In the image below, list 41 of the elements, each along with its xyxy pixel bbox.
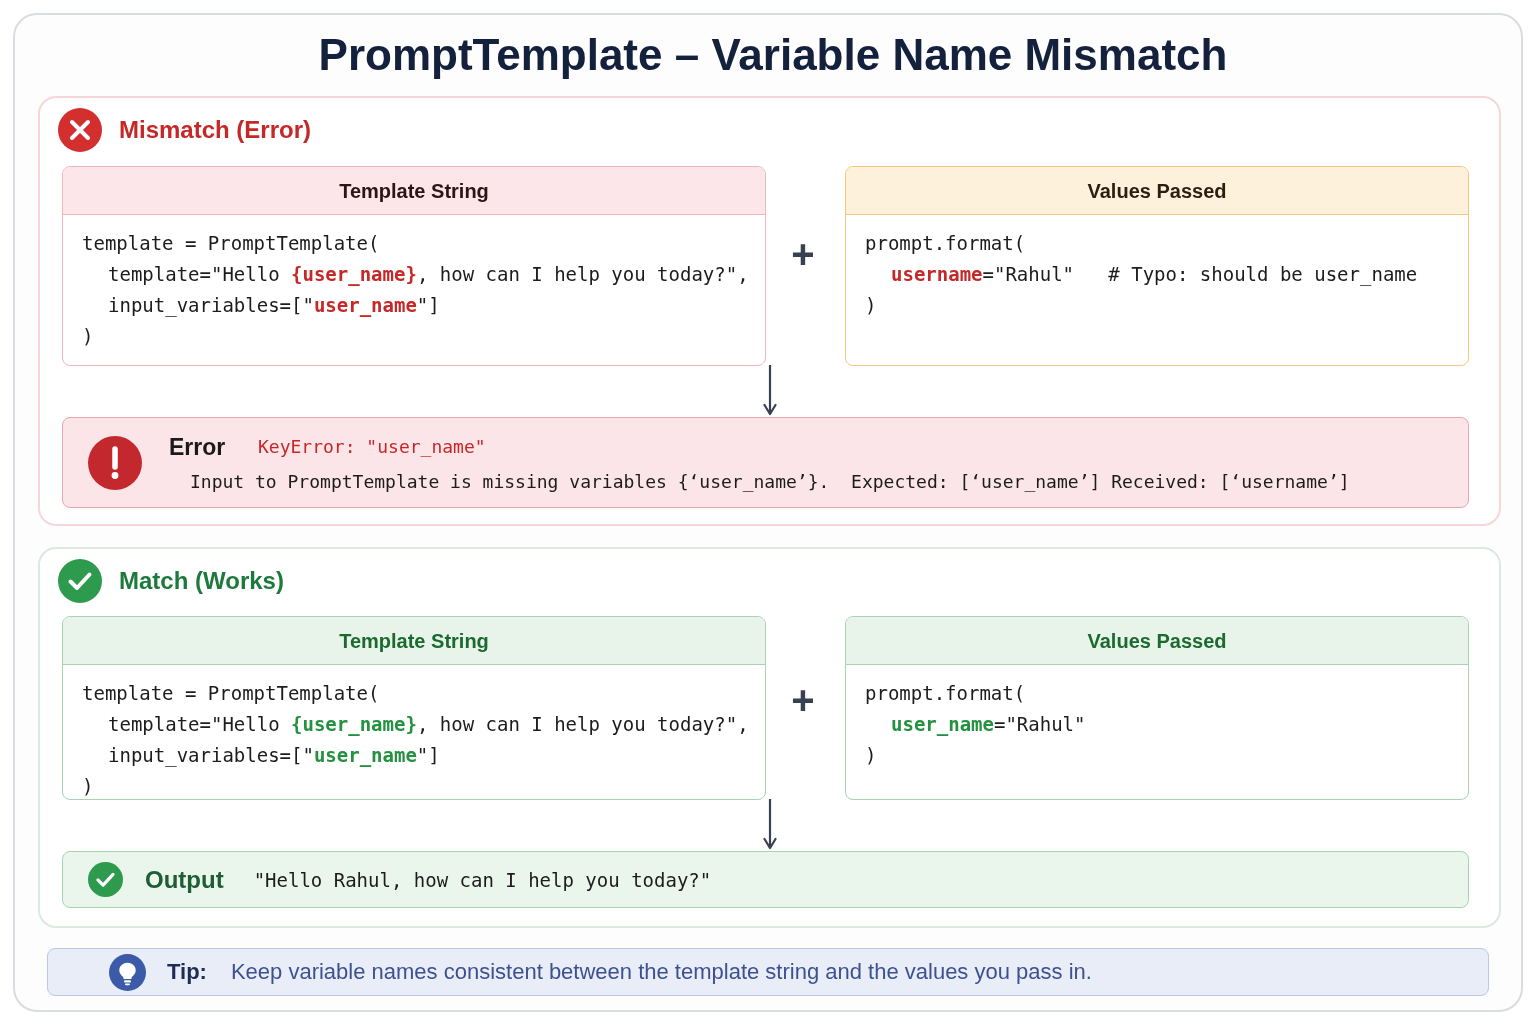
tip-text: Keep variable names consistent between the template string and the values you pass in. (230, 958, 1092, 986)
code-card (845, 616, 1469, 800)
card-header: Values Passed (846, 167, 1468, 215)
output-text: "Hello Rahul, how can I help you today?" (253, 867, 712, 893)
code-card (62, 616, 766, 800)
code-line: template = PromptTemplate( (82, 681, 380, 706)
diagram-title: PromptTemplate – Variable Name Mismatch (318, 29, 1228, 81)
output-panel (62, 851, 1469, 908)
code-line: username="Rahul" # Typo: should be user_name (891, 262, 1418, 288)
code-line: prompt.format( (865, 231, 1026, 256)
tip-label: Tip: (167, 958, 207, 986)
error-code: KeyError: "user_name" (258, 435, 486, 459)
code-card (62, 166, 766, 366)
code-line: prompt.format( (865, 681, 1026, 706)
error-label: Error (169, 433, 226, 462)
tip-banner (47, 948, 1489, 996)
output-label: Output (145, 864, 224, 895)
code-line: ) (82, 324, 94, 349)
code-line: template = PromptTemplate( (82, 231, 380, 256)
plus-sign: + (790, 232, 816, 276)
arrow (763, 799, 777, 850)
error-panel (62, 417, 1469, 508)
section-panel (38, 547, 1501, 928)
code-line: ) (82, 774, 94, 799)
code-line: ) (865, 743, 877, 768)
code-line: template="Hello {user_name}, how can I help you today?", (108, 712, 749, 738)
section-heading: Mismatch (Error) (119, 115, 312, 145)
code-card (845, 166, 1469, 366)
code-line: ) (865, 293, 877, 318)
card-header: Template String (63, 167, 765, 215)
code-line: input_variables=["user_name"] (108, 743, 440, 769)
error-message: Input to PromptTemplate is missing variables {‘user_name’}. Expected: [‘user_name’] Received: [‘username’] (190, 470, 1350, 494)
code-line: input_variables=["user_name"] (108, 293, 440, 319)
plus-sign: + (790, 678, 816, 722)
code-line: user_name="Rahul" (891, 712, 1086, 738)
section-heading: Match (Works) (119, 566, 284, 596)
code-line: template="Hello {user_name}, how can I help you today?", (108, 262, 749, 288)
section-panel (38, 96, 1501, 526)
arrow (763, 365, 777, 416)
card-header: Values Passed (846, 617, 1468, 665)
card-header: Template String (63, 617, 765, 665)
